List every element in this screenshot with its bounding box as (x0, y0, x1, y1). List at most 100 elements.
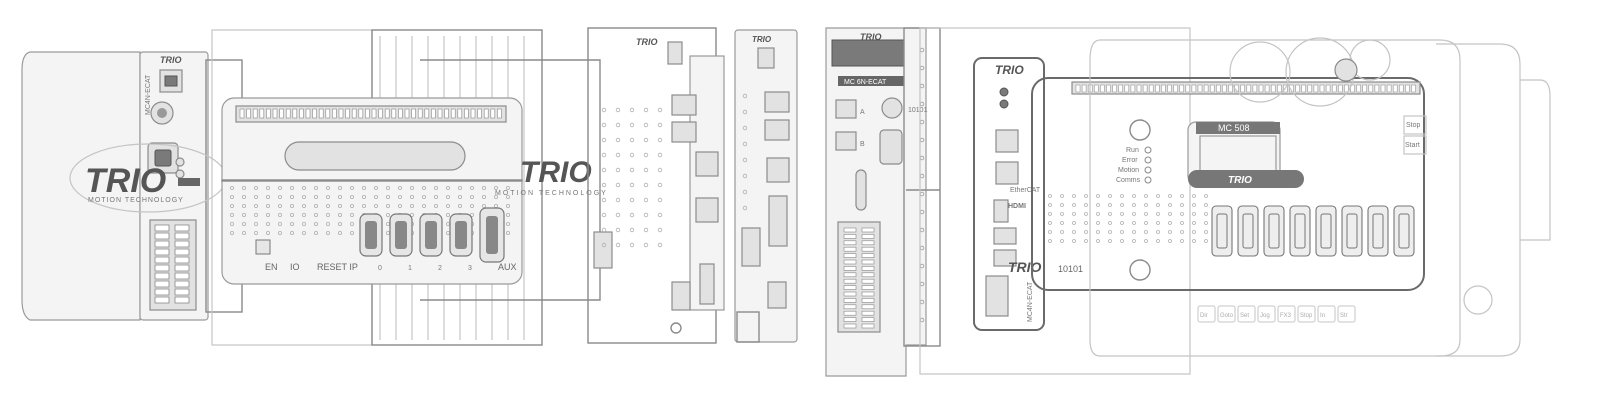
mc464-vent-holes (601, 107, 663, 248)
terminal-pin (338, 108, 344, 119)
terminal-pin (843, 304, 857, 310)
mc664-display-window (284, 141, 466, 171)
vent-hole (253, 203, 258, 208)
terminal-pin (843, 227, 857, 233)
vent-hole (313, 194, 318, 199)
mc4n-led-2 (175, 169, 185, 179)
vent-hole (643, 167, 649, 173)
terminal-pin (272, 108, 278, 119)
vent-hole (601, 182, 607, 188)
terminal-pin (239, 108, 245, 119)
mc508-module: MC 508 TRIO Run Error Motion Comms (1031, 77, 1425, 291)
vent-hole (325, 194, 330, 199)
vent-hole (615, 167, 621, 173)
terminal-pin (1106, 84, 1111, 93)
vent-hole (601, 107, 607, 113)
terminal-pin (154, 264, 170, 272)
terminal-pin (1185, 84, 1191, 93)
vent-hole (1192, 212, 1196, 216)
pendant-key-label: Dir (1200, 313, 1208, 319)
vent-hole (265, 230, 270, 235)
vent-hole (229, 212, 234, 217)
terminal-pin (861, 227, 875, 233)
terminal-pin (843, 253, 857, 258)
vent-hole (1192, 239, 1196, 243)
terminal-pin (398, 108, 403, 119)
mc4n-box-code: 10101 (1058, 264, 1083, 274)
vent-hole (241, 203, 246, 208)
aux-pins (486, 216, 498, 254)
vent-hole (1084, 212, 1088, 216)
vent-hole (301, 194, 306, 199)
vent-hole (1108, 239, 1112, 243)
vent-hole (615, 107, 621, 113)
mc664-port-2: 2 (438, 265, 442, 272)
vent-hole (433, 194, 438, 199)
terminal-pin (1240, 84, 1245, 93)
terminal-pin (464, 108, 469, 119)
vent-hole (1180, 239, 1184, 243)
vent-hole (742, 205, 748, 211)
terminal-pin (861, 323, 875, 329)
vent-hole (241, 221, 246, 226)
vent-hole (289, 194, 294, 199)
mc464-top-switch (667, 41, 683, 65)
vent-hole (1180, 194, 1184, 198)
vent-hole (229, 203, 234, 208)
narrow-switch (757, 47, 775, 69)
vent-hole (615, 242, 621, 248)
vent-hole (1204, 230, 1208, 234)
vent-hole (277, 185, 282, 190)
mc4n-box-ghost-logo: TRIO (1008, 259, 1042, 275)
mc664-label-en: EN (265, 262, 278, 272)
vent-hole (1072, 203, 1076, 207)
narrow-scsi-port (768, 195, 788, 247)
terminal-pin (1374, 84, 1380, 93)
vent-hole (1072, 221, 1076, 225)
vent-hole (457, 185, 462, 190)
vent-hole (1156, 221, 1160, 225)
vent-hole (445, 185, 450, 190)
terminal-pin (1331, 84, 1337, 93)
axis-connector-pins (1242, 213, 1254, 249)
vent-hole (253, 194, 258, 199)
vent-hole (657, 182, 663, 188)
vent-hole (505, 230, 510, 235)
terminal-pin (1130, 84, 1136, 93)
terminal-pin (1203, 84, 1209, 93)
vent-hole (505, 203, 510, 208)
mc4n-box-led-2 (999, 99, 1009, 109)
pendant-emergency-logo (1334, 58, 1358, 82)
terminal-pin (259, 108, 265, 119)
vent-hole (742, 173, 748, 179)
vent-hole (421, 194, 426, 199)
terminal-pin (1246, 84, 1252, 93)
terminal-pin (1252, 84, 1258, 93)
vent-hole (1084, 239, 1088, 243)
vent-hole (643, 242, 649, 248)
mc4n-module: TRIO MC4N-ECAT TRIO MOTION TECHNOLOGY (21, 51, 243, 321)
vent-hole (615, 212, 621, 218)
vent-hole (505, 212, 510, 217)
vent-hole (1180, 203, 1184, 207)
mc4n-dsub-pins (154, 149, 172, 167)
mc6n-port-b-label: B (860, 141, 865, 148)
terminal-pin (1173, 84, 1178, 93)
mc664-top-terminal-pins (239, 108, 502, 119)
vent-hole (409, 212, 414, 217)
vent-hole (373, 203, 378, 208)
mc508-status-motion: Motion (1118, 167, 1139, 174)
vent-hole (742, 109, 748, 115)
mc664-module: EN IO RESET IP AUX 0 1 2 3 TRIO MOTION T… (211, 29, 606, 346)
terminal-pin (1289, 84, 1294, 93)
vent-hole (1156, 230, 1160, 234)
pendant-start-label: Start (1405, 142, 1420, 149)
vent-hole (643, 182, 649, 188)
terminal-pin (843, 291, 857, 297)
vent-hole (1060, 212, 1064, 216)
mc464-port-4 (695, 197, 719, 223)
vent-hole (1096, 194, 1100, 198)
vent-hole (241, 230, 246, 235)
mc508-terminal-pins (1075, 84, 1416, 93)
vent-hole (601, 197, 607, 203)
